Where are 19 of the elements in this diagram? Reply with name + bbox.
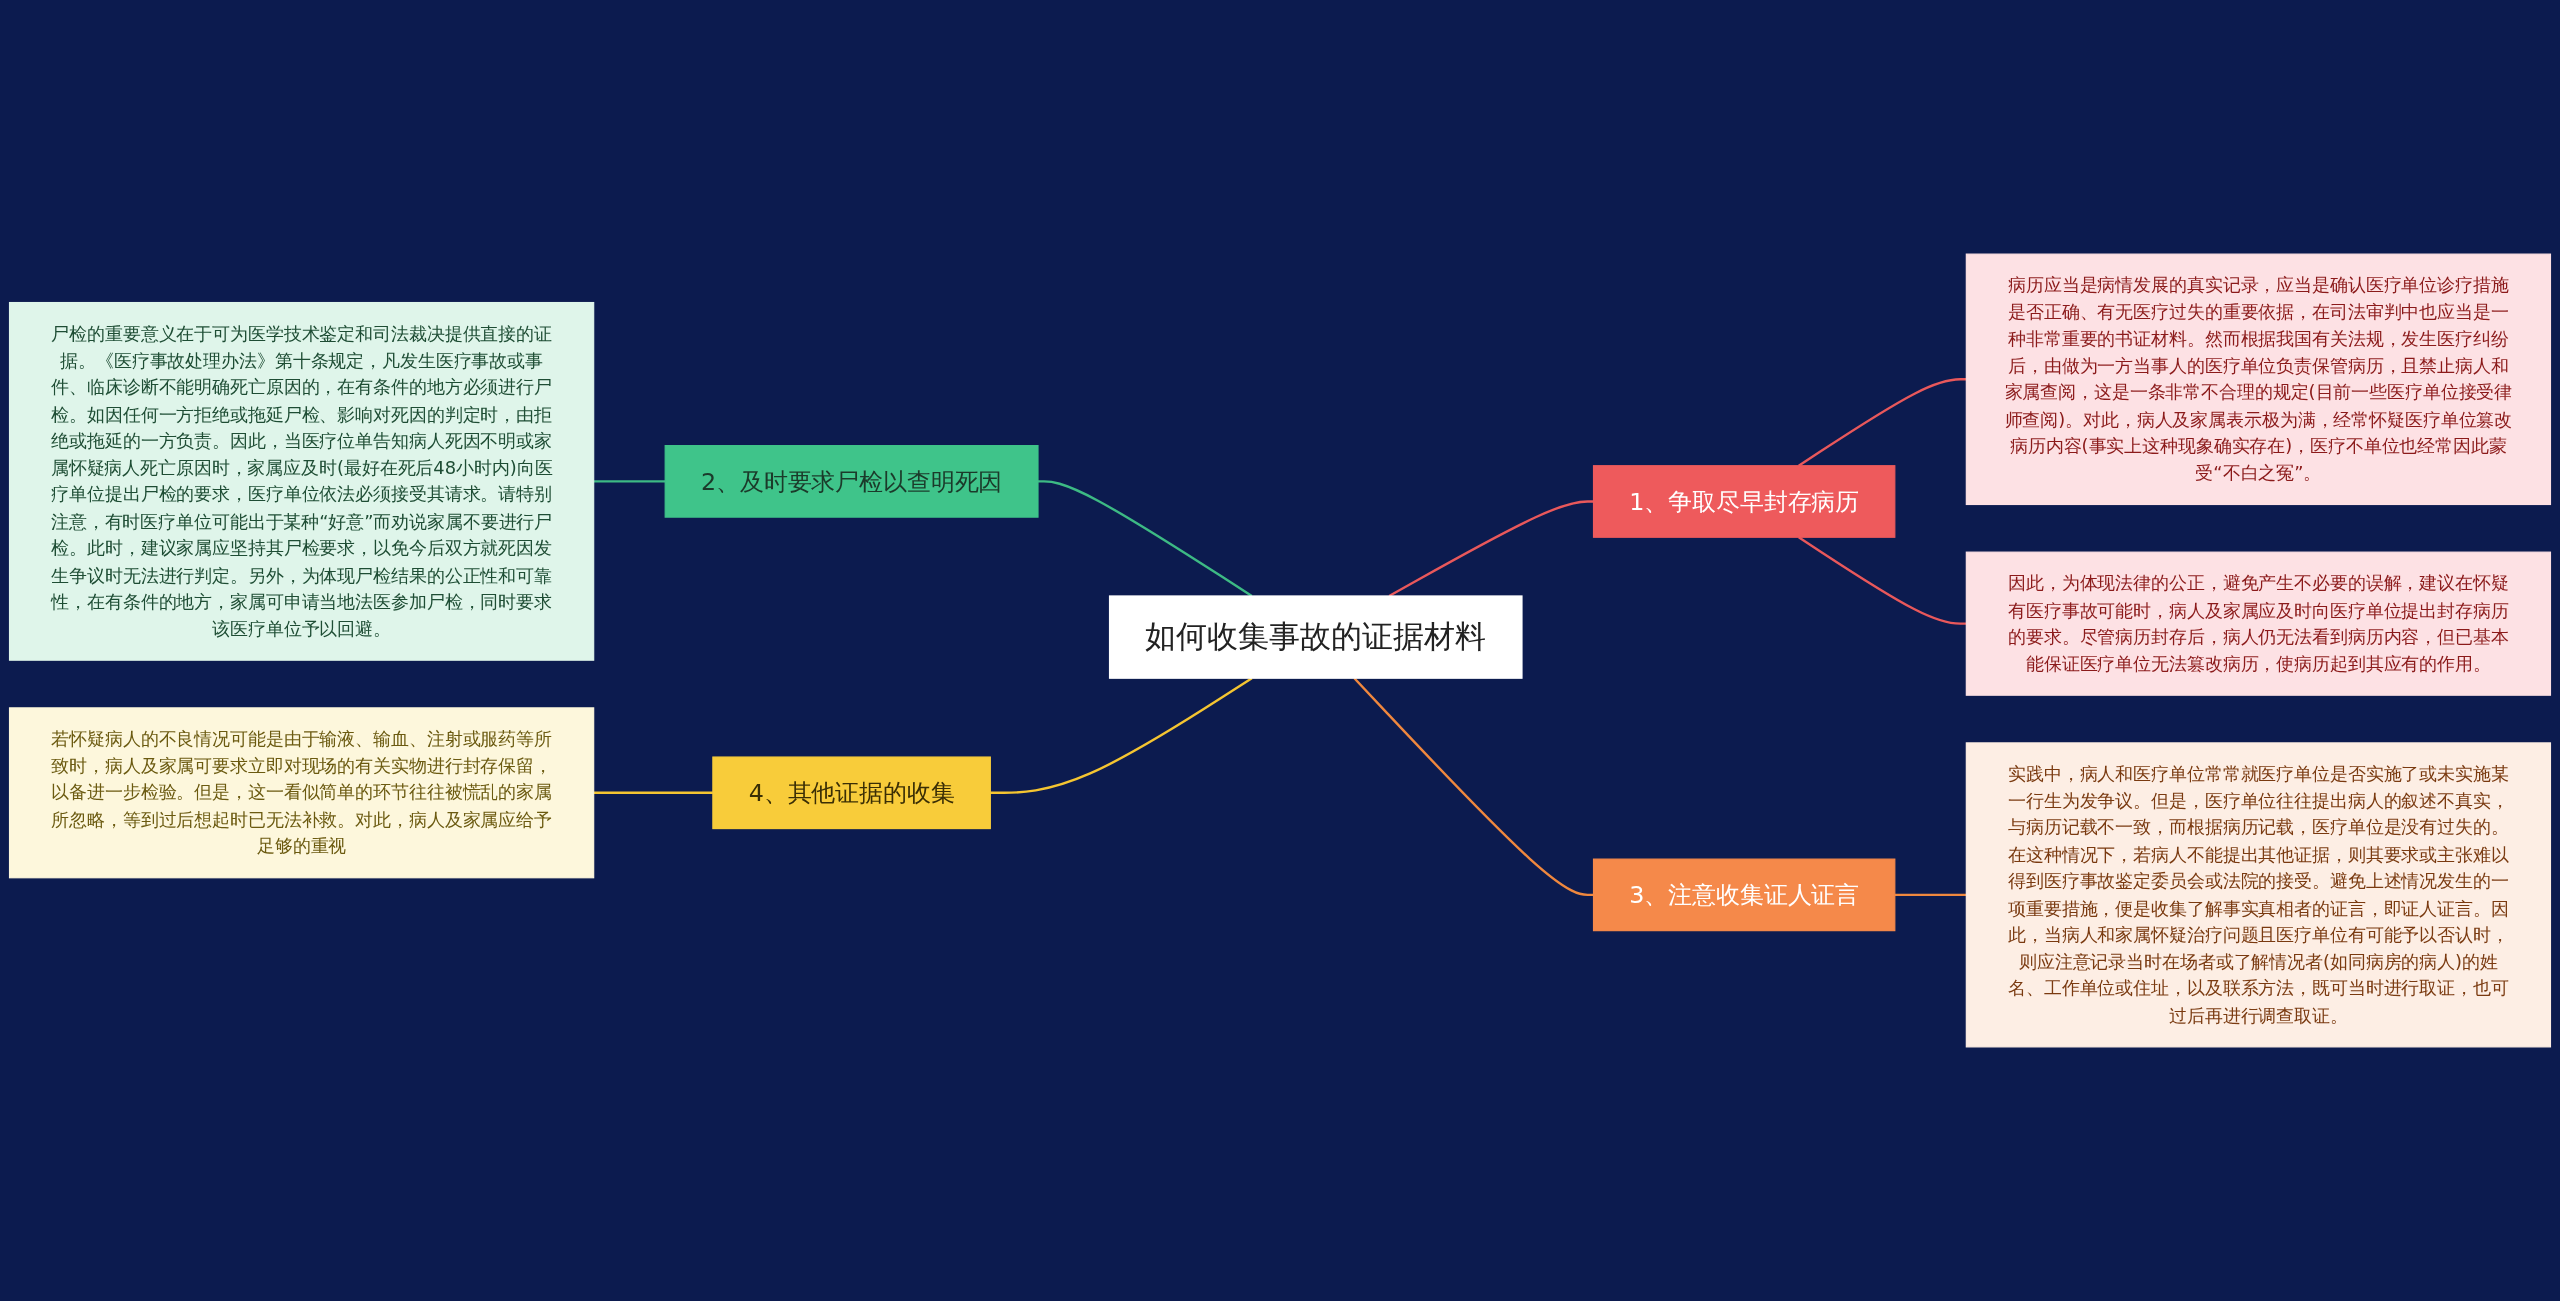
connector bbox=[1894, 893, 1967, 897]
connector bbox=[593, 480, 666, 483]
connector bbox=[1388, 500, 1594, 597]
node-box: 3、注意收集证人证言 bbox=[1592, 858, 1896, 932]
node-box: 若怀疑病人的不良情况可能是由于输液、输血、注射或服药等所致时，病人及家属可要求立即对现场的有关实物进行封存保留，以备进一步检验。但是，这一看似简单的环节往往被慌乱的家属所忽略，等到过后想起时已无法补救。对此，病人及家属应给予足够的重视 bbox=[8, 707, 595, 879]
node-box: 因此，为体现法律的公正，避免产生不必要的误解，建议在怀疑有医疗事故可能时，病人及家属应及时向医疗单位提出封存病历的要求。尽管病历封存后，病人仍无法看到病历内容，但已基本能保证医疗单位无法篡改病历，使病历起到其应有的作用。 bbox=[1965, 551, 2552, 696]
node-box: 如何收集事故的证据材料 bbox=[1108, 595, 1523, 679]
connector bbox=[1798, 536, 1967, 625]
connector bbox=[1353, 677, 1594, 897]
connector bbox=[990, 677, 1253, 794]
connector bbox=[1038, 480, 1253, 597]
node-box: 实践中，病人和医疗单位常常就医疗单位是否实施了或未实施某一行生为发争议。但是，医疗单位往往提出病人的叙述不真实，与病历记载不一致，而根据病历记载，医疗单位是没有过失的。在这种情况下，若病人不能提出其他证据，则其要求或主张难以得到医疗事故鉴定委员会或法院的接受。避免上述情况发生的一项重要措施，便是收集了解事实真相者的证言，即证人证言。因此，当病人和家属怀疑治疗问题且医疗单位有可能予以否认时，则应注意记录当时在场者或了解情况者(如同病房的病人)的姓名、工作单位或住址，以及联系方法，既可当时进行取证，也可过后再进行调查取证。 bbox=[1965, 742, 2552, 1048]
connector bbox=[1798, 378, 1967, 467]
node-box: 2、及时要求尸检以查明死因 bbox=[664, 445, 1039, 518]
node-box: 1、争取尽早封存病历 bbox=[1592, 465, 1896, 538]
node-box: 4、其他证据的收集 bbox=[712, 756, 991, 830]
node-box: 尸检的重要意义在于可为医学技术鉴定和司法裁决提供直接的证据。《医疗事故处理办法》第十条规定，凡发生医疗事故或事件、临床诊断不能明确死亡原因的，在有条件的地方必须进行尸检。如因任何一方拒绝或拖延尸检、影响对死因的判定时，由拒绝或拖延的一方负责。因此，当医疗位单告知病人死因不明或家属怀疑病人死亡原因时，家属应及时(最好在死后48小时内)向医疗单位提出尸检的要求，医疗单位依法必须接受其请求。请特别注意，有时医疗单位可能出于某种“好意”而劝说家属不要进行尸检。此时，建议家属应坚持其尸检要求，以免今后双方就死因发生争议时无法进行判定。另外，为体现尸检结果的公正性和可靠性，在有条件的地方，家属可申请当地法医参加尸检，同时要求该医疗单位予以回避。 bbox=[8, 301, 595, 661]
node-box: 病历应当是病情发展的真实记录，应当是确认医疗单位诊疗措施是否正确、有无医疗过失的重要依据，在司法审判中也应当是一种非常重要的书证材料。然而根据我国有关法规，发生医疗纠纷后，由做为一方当事人的医疗单位负责保管病历，且禁止病人和家属查阅，这是一条非常不合理的规定(目前一些医疗单位接受律师查阅)。对此，病人及家属表示极为满，经常怀疑医疗单位篡改病历内容(事实上这种现象确实存在)，医疗不单位也经常因此蒙受“不白之冤”。 bbox=[1965, 253, 2552, 506]
connector bbox=[593, 791, 713, 794]
